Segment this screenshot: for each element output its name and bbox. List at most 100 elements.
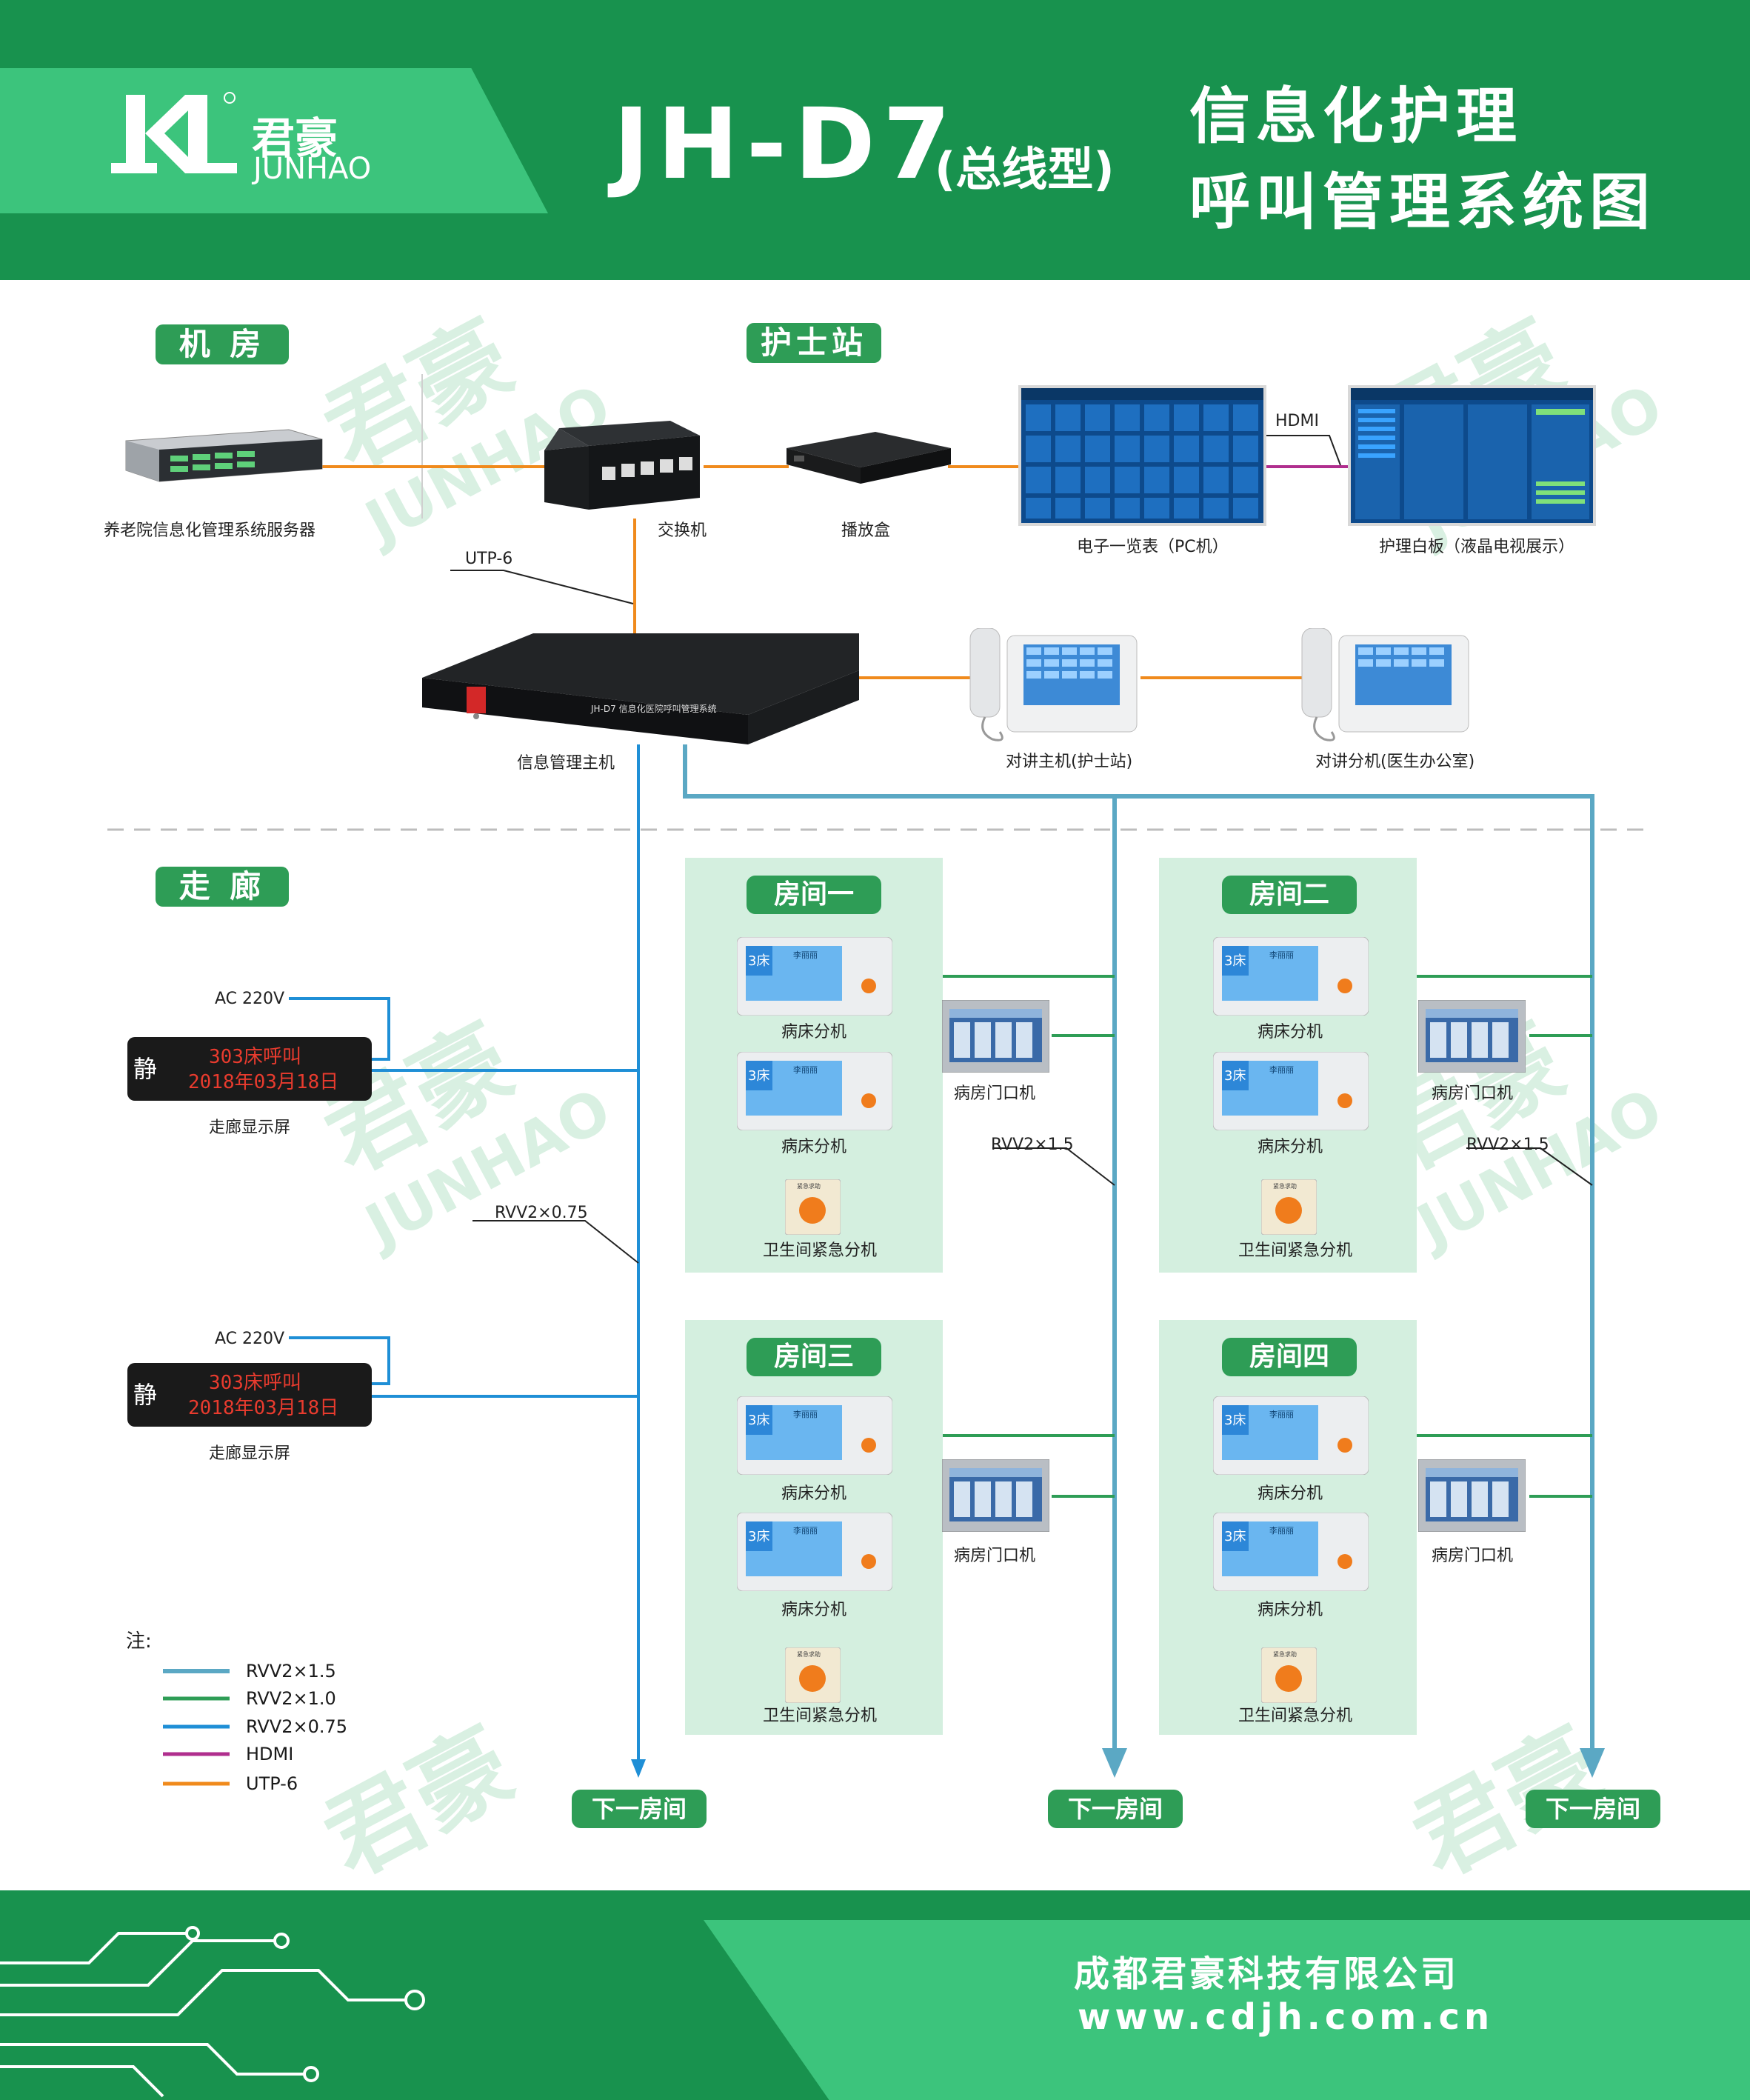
emergency-tag: 紧急求助	[797, 1183, 821, 1190]
bed-unit-icon	[1212, 1512, 1369, 1592]
bed-no: 3床	[748, 1529, 770, 1544]
server-label: 养老院信息化管理系统服务器	[104, 521, 316, 540]
rvv075-pointer	[472, 1220, 639, 1264]
pc-overview-label: 电子一览表（PC机）	[1077, 538, 1229, 556]
bed-name: 李丽丽	[793, 950, 818, 960]
section-corridor: 走 廊	[156, 867, 289, 907]
bed-name: 李丽丽	[793, 1526, 818, 1536]
legend-item-rvv10: RVV2×1.0	[246, 1688, 336, 1709]
server-icon	[125, 429, 323, 482]
bed-no: 3床	[1224, 1529, 1246, 1544]
legend-item-rvv15: RVV2×1.5	[246, 1661, 336, 1681]
title-line-2: 呼叫管理系统图	[1189, 167, 1657, 238]
bed-name: 李丽丽	[1269, 950, 1294, 960]
door-unit-icon	[942, 1000, 1049, 1073]
section-machine-room: 机 房	[156, 324, 289, 364]
bed-name: 李丽丽	[1269, 1526, 1294, 1536]
bed-unit-label: 病床分机	[781, 1138, 847, 1156]
title-line-1: 信息化护理	[1189, 81, 1523, 152]
bed-unit: 3床 李丽丽	[1212, 1396, 1369, 1476]
bed-unit: 3床 李丽丽	[736, 1512, 893, 1592]
bed-unit-icon	[736, 1051, 893, 1131]
emergency-tag: 紧急求助	[1273, 1651, 1297, 1658]
rvv15-label: RVV2×1.5	[991, 1136, 1074, 1154]
circuit-decoration-icon	[0, 1926, 425, 2098]
legend-title: 注:	[126, 1630, 152, 1653]
bed-unit-label: 病床分机	[1258, 1023, 1323, 1041]
corridor-led-display: 静 303床呼叫 2018年03月18日	[127, 1037, 372, 1101]
bath-unit-label: 卫生间紧急分机	[1238, 1241, 1353, 1260]
bath-unit-label: 卫生间紧急分机	[763, 1241, 878, 1260]
section-nurse-station: 护士站	[747, 323, 881, 363]
led-line-2: 2018年03月18日	[188, 1071, 339, 1093]
intercom-extension-icon	[1301, 628, 1469, 741]
bed-unit-icon	[1212, 936, 1369, 1016]
bed-no: 3床	[1224, 953, 1246, 969]
led-line-1: 303床呼叫	[209, 1372, 301, 1394]
emergency-button-icon	[1260, 1647, 1317, 1704]
bus-rvv15	[683, 744, 1594, 1759]
bed-unit-label: 病床分机	[1258, 1484, 1323, 1503]
door-unit-label: 病房门口机	[954, 1084, 1036, 1103]
info-host-icon	[422, 633, 859, 744]
footer-accent-band	[704, 1920, 1750, 2100]
utp-label: UTP-6	[465, 550, 513, 568]
bed-unit: 3床 李丽丽	[736, 1396, 893, 1476]
bed-unit-label: 病床分机	[1258, 1138, 1323, 1156]
bed-unit-icon	[736, 936, 893, 1016]
intercom-host-label: 对讲主机(护士站)	[1006, 753, 1133, 771]
bed-name: 李丽丽	[1269, 1065, 1294, 1075]
bed-name: 李丽丽	[793, 1065, 818, 1075]
ac220-label: AC 220V	[215, 1330, 285, 1348]
led-line-2: 2018年03月18日	[188, 1397, 339, 1419]
bed-unit: 3床 李丽丽	[1212, 1051, 1369, 1131]
next-room-button[interactable]: 下一房间	[1048, 1790, 1183, 1828]
bed-unit: 3床 李丽丽	[736, 1051, 893, 1131]
utp-pointer	[450, 570, 634, 604]
ac220-label: AC 220V	[215, 990, 285, 1008]
bed-unit: 3床 李丽丽	[736, 936, 893, 1016]
pc-overview-screen-icon	[1018, 385, 1266, 526]
hdmi-pointer	[1252, 435, 1341, 466]
door-unit-label: 病房门口机	[1432, 1084, 1514, 1103]
host-model-text: JH-D7 信息化医院呼叫管理系统	[591, 704, 717, 714]
player-label: 播放盒	[841, 521, 891, 540]
bed-no: 3床	[1224, 1068, 1246, 1084]
bed-unit-label: 病床分机	[781, 1601, 847, 1619]
whiteboard-label: 护理白板（液晶电视展示）	[1379, 538, 1575, 556]
company-name: 成都君豪科技有限公司	[1074, 1953, 1460, 1995]
company-website[interactable]: www.cdjh.com.cn	[1078, 1996, 1494, 2038]
bed-unit: 3床 李丽丽	[1212, 936, 1369, 1016]
rvv15-label: RVV2×1.5	[1466, 1136, 1549, 1154]
next-room-button[interactable]: 下一房间	[572, 1790, 707, 1828]
door-unit-icon	[942, 1459, 1049, 1532]
network-switch-icon	[544, 421, 700, 510]
host-label: 信息管理主机	[517, 754, 615, 773]
bed-unit-icon	[736, 1396, 893, 1476]
bed-unit-label: 病床分机	[781, 1023, 847, 1041]
bed-unit: 3床 李丽丽	[1212, 1512, 1369, 1592]
emergency-button-icon	[784, 1647, 841, 1704]
bed-name: 李丽丽	[1269, 1410, 1294, 1419]
bed-unit-icon	[1212, 1396, 1369, 1476]
junhao-logo-icon	[111, 92, 237, 173]
emergency-tag: 紧急求助	[1273, 1183, 1297, 1190]
emergency-button-icon	[1260, 1179, 1317, 1236]
bed-no: 3床	[1224, 1413, 1246, 1428]
model-title: JH-D7	[613, 87, 958, 201]
legend-item-rvv075: RVV2×0.75	[246, 1716, 348, 1737]
bath-unit-label: 卫生间紧急分机	[763, 1707, 878, 1725]
model-note: (总线型)	[935, 142, 1115, 196]
bed-unit-icon	[1212, 1051, 1369, 1131]
intercom-host-icon	[969, 628, 1138, 741]
bed-no: 3床	[748, 953, 770, 969]
next-room-button[interactable]: 下一房间	[1526, 1790, 1660, 1828]
intercom-extension-label: 对讲分机(医生办公室)	[1315, 753, 1475, 771]
rvv15-pointer	[1466, 1147, 1593, 1186]
door-unit-icon	[1418, 1459, 1526, 1532]
led-char: 静	[133, 1381, 158, 1409]
brand-cn: 君豪	[252, 113, 338, 164]
room-3-title: 房间三	[747, 1338, 881, 1376]
bed-unit-icon	[736, 1512, 893, 1592]
hdmi-label: HDMI	[1275, 412, 1319, 430]
